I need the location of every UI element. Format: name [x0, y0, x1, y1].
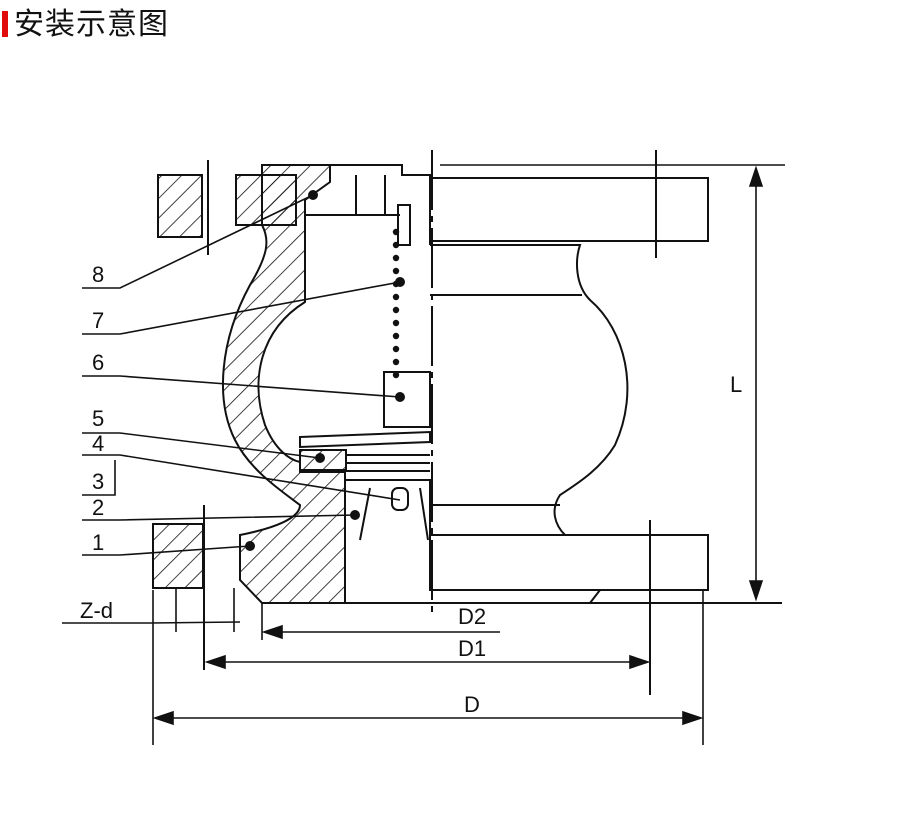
label-part-4: 4 [92, 431, 104, 456]
dimension-lines [152, 164, 785, 745]
label-bolt-spec: Z-d [80, 598, 113, 623]
label-part-8: 8 [92, 262, 104, 287]
disc-holder [383, 371, 431, 428]
label-part-7: 7 [92, 308, 104, 333]
leader-lines [62, 194, 401, 624]
title-marker [2, 11, 8, 37]
spring-coil [392, 228, 400, 379]
valve-body-section [152, 164, 347, 604]
page-title: 安装示意图 [14, 7, 169, 42]
valve-outline [203, 150, 782, 695]
label-part-6: 6 [92, 350, 104, 375]
lower-chamber [346, 479, 431, 535]
guide-rod [397, 204, 411, 246]
body-wall [222, 164, 346, 604]
bottom-flange-left [152, 523, 204, 589]
guide-legs [359, 487, 429, 541]
dim-label-d1: D1 [458, 636, 486, 661]
disc-plate [299, 430, 431, 449]
label-part-1: 1 [92, 530, 104, 555]
label-part-2: 2 [92, 495, 104, 520]
top-flange-left [157, 174, 203, 238]
dim-label-l: L [730, 372, 742, 397]
body-right-half [430, 244, 629, 536]
bottom-bevel [430, 589, 603, 604]
dim-label-d: D [464, 692, 480, 717]
bottom-flange-right-half [429, 534, 709, 591]
label-part-3: 3 [92, 469, 104, 494]
dim-label-d2: D2 [458, 604, 486, 629]
label-part-5: 5 [92, 406, 104, 431]
header: 安装示意图 [0, 0, 169, 42]
top-flange-right-half [429, 177, 709, 242]
